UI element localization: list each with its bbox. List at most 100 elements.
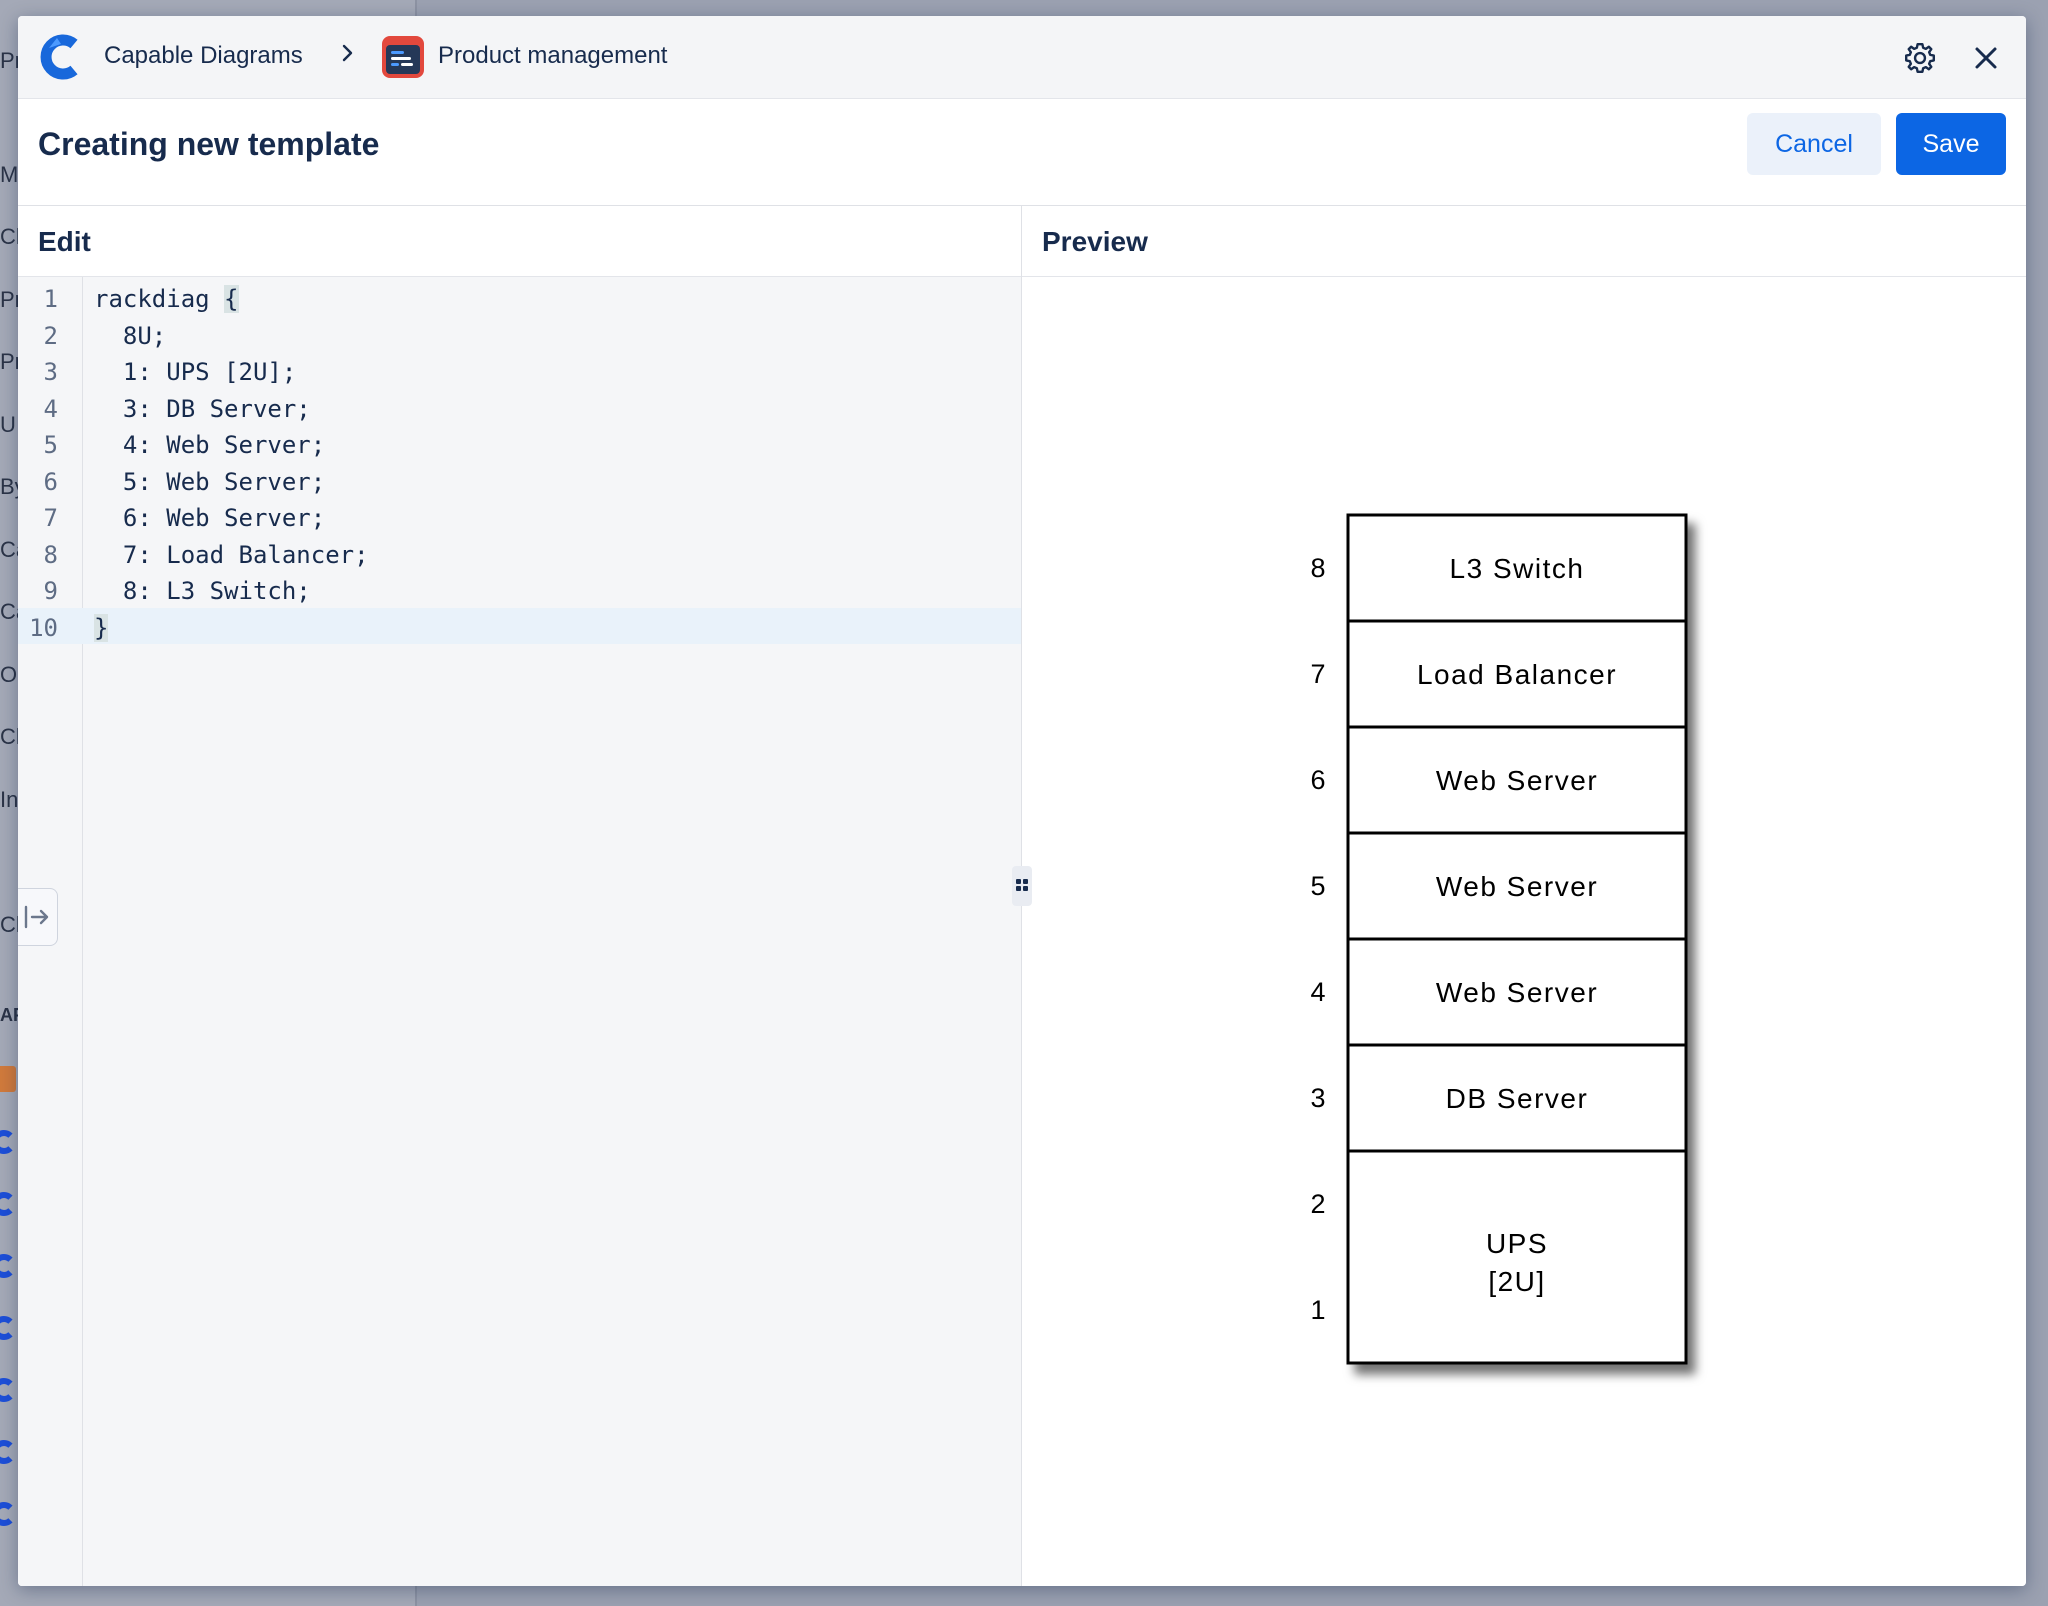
cancel-button[interactable]: Cancel <box>1747 113 1881 175</box>
code-content: 7: Load Balancer; <box>94 540 369 569</box>
modal-titlebar: Creating new template Cancel Save <box>18 99 2026 206</box>
code-text: 7: Load Balancer; <box>94 541 369 569</box>
rack-device-label: UPS <box>1486 1228 1548 1259</box>
rack-device-label: Web Server <box>1436 765 1598 796</box>
line-number: 3 <box>43 358 58 386</box>
preview-pane-title: Preview <box>1042 226 1148 257</box>
line-number: 9 <box>43 577 58 605</box>
bg-text: Cl <box>0 224 21 249</box>
code-text: 6: Web Server; <box>94 504 325 532</box>
rack-unit-number: 7 <box>1310 659 1325 689</box>
code-line[interactable]: 7 6: Web Server; <box>18 498 1021 534</box>
app-name[interactable]: Capable Diagrams <box>104 42 303 69</box>
rack-device <box>1346 513 1688 623</box>
bg-app-icon <box>0 1192 16 1216</box>
code-text: 1: UPS [2U]; <box>94 358 296 386</box>
code-line[interactable]: 4 3: DB Server; <box>18 389 1021 425</box>
line-number: 2 <box>43 321 58 350</box>
rack-device <box>1346 1149 1688 1365</box>
close-icon[interactable] <box>1970 42 2002 74</box>
bg-app-icon <box>0 1378 16 1402</box>
code-content: 8: L3 Switch; <box>94 577 311 605</box>
edit-pane-header: Edit <box>18 206 1021 277</box>
resize-handle[interactable] <box>1012 866 1032 906</box>
code-line[interactable]: 2 8U; <box>18 316 1021 352</box>
code-line[interactable]: 5 4: Web Server; <box>18 425 1021 461</box>
bg-app-icon <box>0 1440 16 1464</box>
code-text: 8: L3 Switch; <box>94 577 311 605</box>
save-button[interactable]: Save <box>1896 113 2006 175</box>
matched-bracket: } <box>94 613 109 642</box>
code-line[interactable]: 3 1: UPS [2U]; <box>18 352 1021 388</box>
code-text: 8U; <box>94 322 166 350</box>
code-content: rackdiag <box>94 285 225 313</box>
bg-text: Cl <box>0 912 21 937</box>
matched-bracket: { <box>224 285 239 313</box>
code-content: 8U; <box>94 321 167 350</box>
bg-text: In <box>0 787 19 812</box>
rack-unit-number: 6 <box>1310 765 1325 795</box>
bg-app-icon <box>0 1254 16 1278</box>
bg-text: Pr <box>0 287 22 312</box>
rack-device-label: Web Server <box>1436 977 1598 1008</box>
code-content: 6: Web Server; <box>94 504 326 532</box>
code-line[interactable]: 8 7: Load Balancer; <box>18 535 1021 571</box>
capable-diagrams-logo <box>40 34 78 80</box>
rack-unit-number: 2 <box>1310 1189 1325 1219</box>
code-line[interactable]: 10} <box>18 607 1021 644</box>
page-title: Creating new template <box>38 126 380 162</box>
edit-pane-title: Edit <box>38 226 91 257</box>
code-line[interactable]: 1 rackdiag { <box>18 279 1021 315</box>
bg-text: Pr <box>0 48 22 73</box>
code-line[interactable]: 9 8: L3 Switch; <box>18 571 1021 607</box>
code-text: } <box>94 613 109 642</box>
line-number: 10 <box>29 613 58 642</box>
bg-app-icon <box>0 1316 16 1340</box>
product-management-icon <box>382 36 424 78</box>
bg-app-icon <box>0 1130 16 1154</box>
line-number: 4 <box>43 394 58 423</box>
rack-unit-number: 5 <box>1310 871 1325 901</box>
preview-pane-header: Preview <box>1022 206 2026 277</box>
line-number: 7 <box>43 504 58 532</box>
code-text: 4: Web Server; <box>94 431 325 459</box>
chevron-right-icon <box>342 44 353 62</box>
code-content: 4: Web Server; <box>94 431 326 459</box>
rack-unit-number: 1 <box>1310 1295 1325 1325</box>
rack-device <box>1346 725 1688 835</box>
code-content: 5: Web Server; <box>94 467 326 496</box>
template-editor-modal: Capable Diagrams Product management Crea… <box>18 16 2026 1586</box>
project-name[interactable]: Product management <box>438 42 668 69</box>
line-number: 6 <box>43 467 58 496</box>
rack-unit-number: 8 <box>1310 553 1325 583</box>
rack-device-label: Load Balancer <box>1417 659 1617 690</box>
expand-sidebar-button[interactable] <box>18 888 58 946</box>
bg-text: Cl <box>0 724 21 749</box>
rack-device-label: Web Server <box>1436 871 1598 902</box>
gear-icon[interactable] <box>1902 40 1938 76</box>
code-content: 1: UPS [2U]; <box>94 358 297 386</box>
code-content: 3: DB Server; <box>94 394 311 423</box>
code-text: 5: Web Server; <box>94 468 325 496</box>
code-text: rackdiag { <box>94 285 239 313</box>
rack-unit-number: 4 <box>1310 977 1325 1007</box>
rack-device-label: L3 Switch <box>1450 553 1585 584</box>
code-text: 3: DB Server; <box>94 395 311 423</box>
bg-text: M <box>0 162 19 187</box>
rack-unit-number: 3 <box>1310 1083 1325 1113</box>
rack-device-label: DB Server <box>1446 1083 1589 1114</box>
rack-device <box>1346 619 1688 729</box>
line-number: 8 <box>43 540 58 569</box>
line-number: 1 <box>43 285 58 313</box>
bg-app-icon <box>0 1066 16 1092</box>
modal-topbar: Capable Diagrams Product management <box>18 16 2026 99</box>
line-number: 5 <box>43 431 58 459</box>
code-line[interactable]: 6 5: Web Server; <box>18 462 1021 498</box>
arrow-right-from-bar-icon <box>24 905 49 929</box>
rack-device-size-label: [2U] <box>1488 1266 1545 1297</box>
bg-text: O <box>0 662 18 687</box>
bg-text: Pr <box>0 349 22 374</box>
